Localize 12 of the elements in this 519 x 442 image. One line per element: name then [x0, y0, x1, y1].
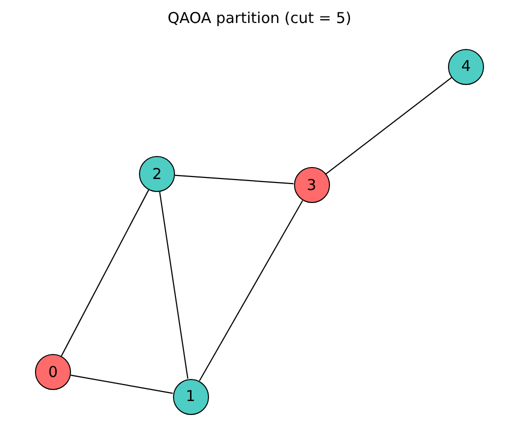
edge-line — [198, 200, 304, 382]
diagram-title: QAOA partition (cut = 5) — [168, 8, 352, 28]
graph-node: 1 — [172, 378, 208, 414]
edge-line — [159, 192, 188, 379]
edge-line — [70, 374, 173, 394]
edge-line — [60, 190, 150, 356]
graph-node: 2 — [139, 156, 175, 192]
graph-node: 0 — [35, 354, 71, 390]
graph-node: 3 — [294, 167, 330, 203]
graph-node: 4 — [448, 48, 484, 84]
edge-line — [174, 174, 294, 184]
edge-line — [325, 77, 452, 174]
